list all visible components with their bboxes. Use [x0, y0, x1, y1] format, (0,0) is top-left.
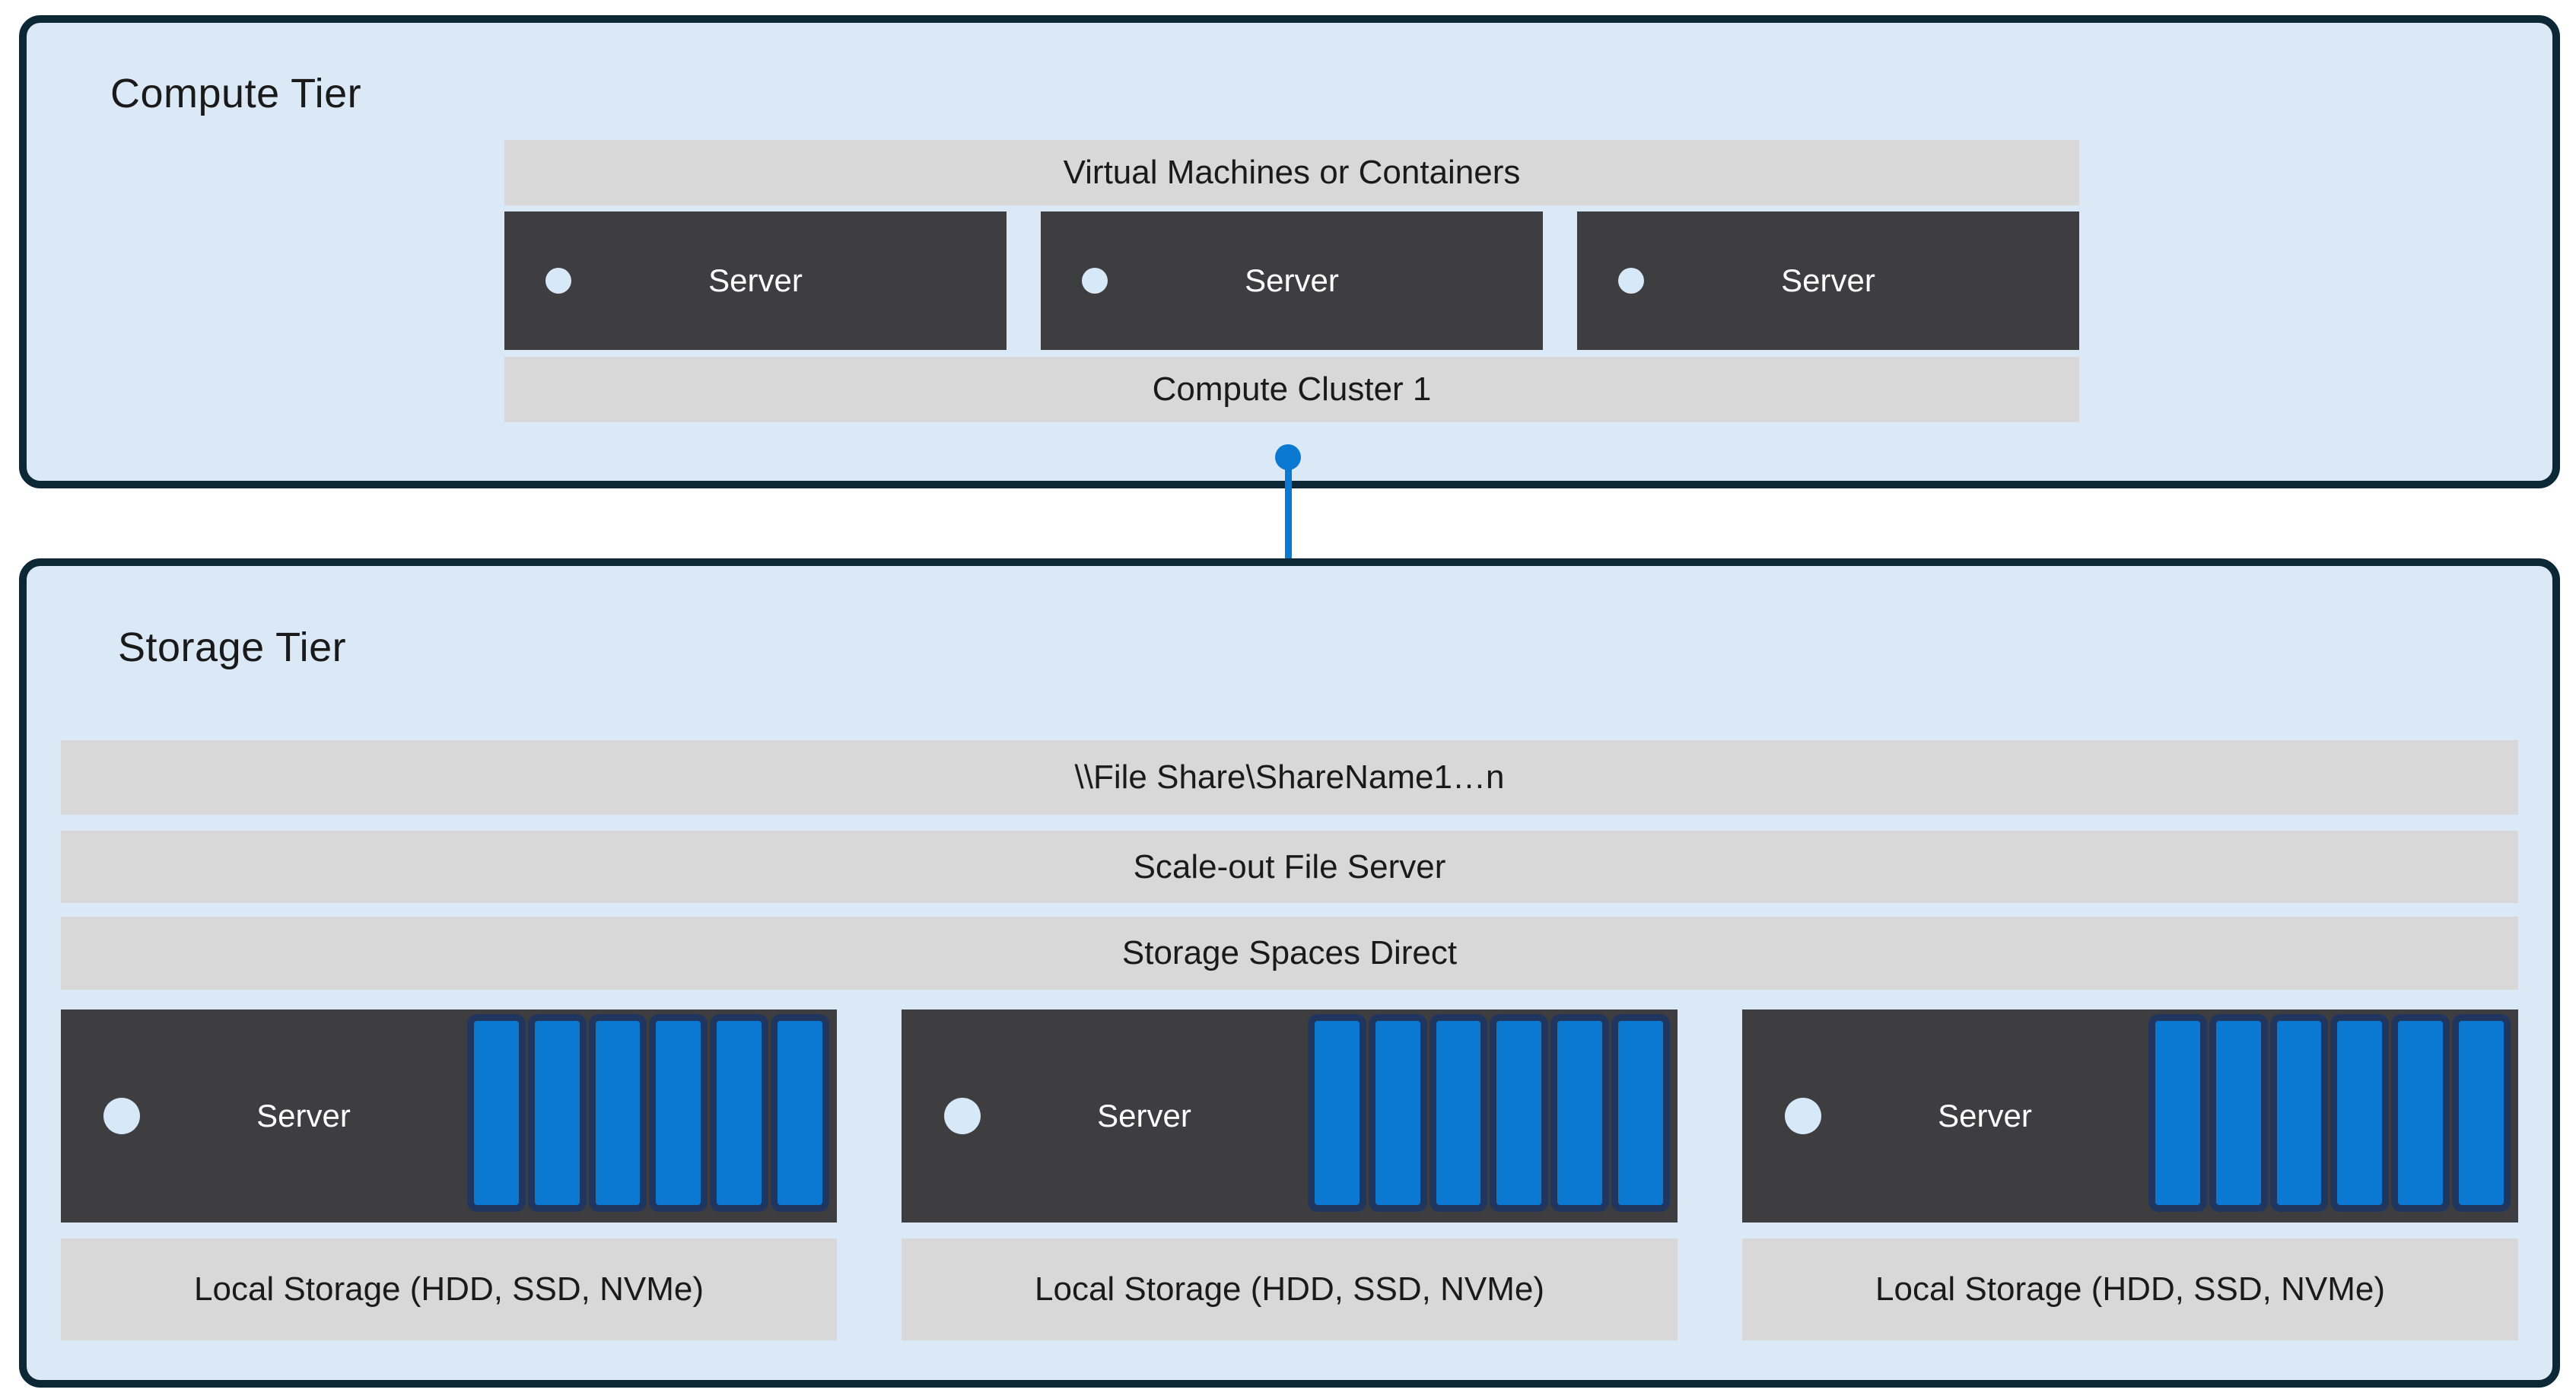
file-share-bar: \\File Share\ShareName1…n — [61, 740, 2518, 815]
server-indicator-icon — [944, 1098, 981, 1134]
local-storage-bar: Local Storage (HDD, SSD, NVMe) — [61, 1238, 837, 1340]
connector-dot-top — [1275, 444, 1301, 470]
compute-tier-title: Compute Tier — [110, 71, 362, 116]
storage-tier-title: Storage Tier — [118, 625, 347, 670]
disk-icon — [1611, 1014, 1670, 1212]
disk-icon — [1429, 1014, 1488, 1212]
disk-icon — [710, 1014, 769, 1212]
compute-server-box: Server — [504, 211, 1007, 350]
server-label: Server — [1245, 262, 1339, 298]
disk-icon — [2452, 1014, 2511, 1212]
local-storage-bar-label: Local Storage (HDD, SSD, NVMe) — [194, 1270, 704, 1308]
compute-cluster-bar-label: Compute Cluster 1 — [1152, 370, 1432, 408]
server-label: Server — [708, 262, 803, 298]
storage-spaces-direct-bar-label: Storage Spaces Direct — [1121, 934, 1458, 971]
disk-icon — [771, 1014, 829, 1212]
server-indicator-icon — [103, 1098, 140, 1134]
disk-icon — [527, 1014, 587, 1212]
local-storage-bar-label: Local Storage (HDD, SSD, NVMe) — [1875, 1270, 2385, 1308]
compute-cluster-stack: Virtual Machines or Containers Server Se… — [504, 140, 2079, 422]
disk-array — [2148, 1014, 2511, 1212]
disk-icon — [2330, 1014, 2390, 1212]
connector-line — [1285, 456, 1292, 608]
disk-icon — [2148, 1014, 2207, 1212]
storage-spaces-direct-bar: Storage Spaces Direct — [61, 917, 2518, 990]
disk-icon — [2209, 1014, 2268, 1212]
compute-server-box: Server — [1577, 211, 2079, 350]
storage-server-group: Server Local Storage (HDD, SSD, NVMe) — [61, 1010, 837, 1340]
server-indicator-icon — [1785, 1098, 1821, 1134]
storage-server-box: Server — [1742, 1010, 2518, 1223]
storage-server-group: Server Local Storage (HDD, SSD, NVMe) — [902, 1010, 1678, 1340]
file-share-bar-label: \\File Share\ShareName1…n — [1074, 758, 1505, 796]
compute-server-row: Server Server Server — [504, 211, 2079, 350]
scale-out-file-server-bar-label: Scale-out File Server — [1133, 847, 1446, 886]
disk-icon — [1550, 1014, 1610, 1212]
disk-icon — [2269, 1014, 2329, 1212]
storage-server-box: Server — [61, 1010, 837, 1223]
disk-icon — [467, 1014, 526, 1212]
local-storage-bar-label: Local Storage (HDD, SSD, NVMe) — [1035, 1270, 1544, 1308]
disk-array — [1308, 1014, 1670, 1212]
virtual-machines-bar: Virtual Machines or Containers — [504, 140, 2079, 205]
storage-server-group: Server Local Storage (HDD, SSD, NVMe) — [1742, 1010, 2518, 1340]
server-label: Server — [1938, 1098, 2032, 1134]
server-indicator-icon — [545, 268, 571, 294]
disk-icon — [1490, 1014, 1549, 1212]
disk-array — [467, 1014, 829, 1212]
disk-icon — [1308, 1014, 1366, 1212]
disk-icon — [1368, 1014, 1427, 1212]
storage-tier-panel: Storage Tier \\File Share\ShareName1…n S… — [19, 558, 2560, 1388]
disk-icon — [588, 1014, 647, 1212]
compute-tier-panel: Compute Tier Virtual Machines or Contain… — [19, 15, 2560, 488]
server-label: Server — [1097, 1098, 1191, 1134]
server-indicator-icon — [1082, 268, 1108, 294]
server-label: Server — [256, 1098, 351, 1134]
disk-icon — [2391, 1014, 2450, 1212]
server-indicator-icon — [1618, 268, 1644, 294]
local-storage-bar: Local Storage (HDD, SSD, NVMe) — [902, 1238, 1678, 1340]
scale-out-file-server-bar: Scale-out File Server — [61, 831, 2518, 903]
virtual-machines-bar-label: Virtual Machines or Containers — [1063, 154, 1521, 191]
disk-icon — [649, 1014, 708, 1212]
compute-server-box: Server — [1041, 211, 1543, 350]
local-storage-bar: Local Storage (HDD, SSD, NVMe) — [1742, 1238, 2518, 1340]
storage-server-box: Server — [902, 1010, 1678, 1223]
compute-cluster-bar: Compute Cluster 1 — [504, 357, 2079, 422]
server-label: Server — [1781, 262, 1875, 298]
